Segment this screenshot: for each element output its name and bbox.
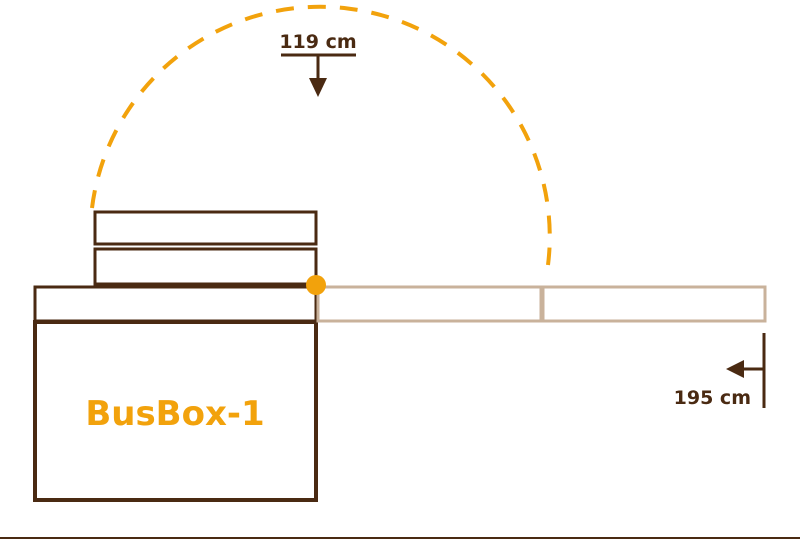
arrow-left-icon: [726, 360, 744, 378]
top-cushion-lower: [93, 247, 318, 286]
bench-top: [33, 285, 318, 323]
extension-cushion-2: [541, 285, 767, 323]
top-cushion-upper: [93, 210, 318, 246]
height-dimension-marker: 119 cm: [279, 31, 357, 97]
length-dimension-label: 195 cm: [674, 387, 751, 409]
swing-arc: [90, 4, 552, 266]
hinge-dot-icon: [306, 275, 326, 295]
product-name-label: BusBox-1: [85, 394, 264, 434]
extension-cushion-1: [316, 285, 543, 323]
height-dimension-label: 119 cm: [279, 31, 356, 53]
arrow-down-icon: [309, 78, 327, 97]
length-dimension-marker: 195 cm: [674, 333, 766, 409]
